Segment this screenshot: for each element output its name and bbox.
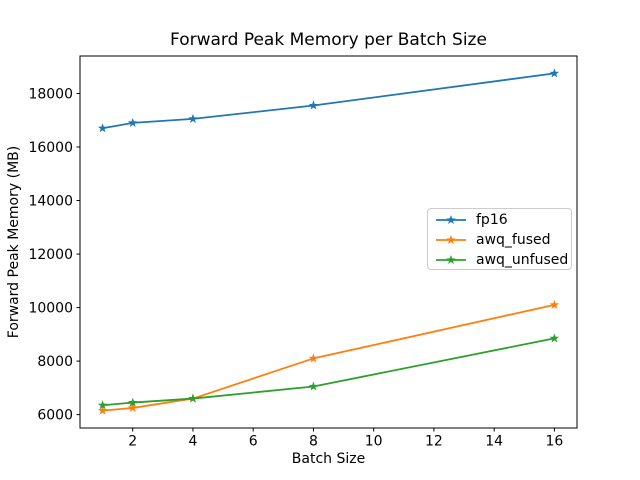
star-marker-line-icon (436, 255, 466, 265)
legend-entry-awq-fused: awq_fused (428, 230, 571, 250)
x-tick-label: 16 (545, 434, 563, 450)
legend-label-awq-fused: awq_fused (476, 232, 551, 248)
x-tick-label: 2 (128, 434, 137, 450)
star-marker-line-icon (436, 215, 466, 225)
marker-fp16 (127, 117, 138, 127)
y-tick-label: 18000 (28, 86, 73, 102)
star-marker-line-icon (436, 235, 466, 245)
marker-awq_fused (549, 299, 560, 309)
y-tick-label: 12000 (28, 247, 73, 263)
x-tick-label: 6 (249, 434, 258, 450)
marker-awq_fused (97, 405, 108, 415)
plot-frame (79, 55, 578, 429)
legend-label-awq-unfused: awq_unfused (476, 252, 569, 268)
y-tick-label: 6000 (37, 408, 73, 424)
x-axis-label: Batch Size (291, 451, 366, 467)
marker-awq_unfused (188, 393, 198, 403)
legend-entry-fp16: fp16 (428, 210, 571, 230)
legend-entry-awq-unfused: awq_unfused (428, 250, 571, 270)
y-tick-label: 8000 (37, 354, 73, 370)
marker-fp16 (97, 123, 108, 133)
marker-fp16 (308, 100, 319, 110)
marker-awq_fused (308, 353, 319, 363)
series-line-awq_fused (102, 304, 555, 412)
marker-fp16 (549, 68, 560, 78)
x-tick-label: 4 (188, 434, 197, 450)
marker-awq_unfused (127, 397, 138, 407)
marker-fp16 (188, 113, 198, 123)
marker-awq_unfused (97, 400, 108, 410)
series-line-fp16 (102, 72, 555, 130)
x-tick-label: 12 (425, 434, 443, 450)
marker-awq_unfused (549, 333, 560, 343)
marker-awq_unfused (308, 381, 319, 391)
legend-label-fp16: fp16 (476, 212, 508, 228)
chart-title: Forward Peak Memory per Batch Size (170, 30, 487, 50)
legend: fp16 awq_fused awq_unfused (427, 208, 572, 270)
x-tick-label: 8 (309, 434, 318, 450)
x-tick-label: 14 (485, 434, 503, 450)
series-line-awq_unfused (102, 337, 555, 407)
y-tick-label: 14000 (28, 194, 73, 210)
marker-awq_fused (127, 402, 138, 412)
y-tick-label: 16000 (28, 140, 73, 156)
y-tick-label: 10000 (28, 301, 73, 317)
y-axis-label: Forward Peak Memory (MB) (6, 145, 22, 339)
x-tick-label: 10 (365, 434, 383, 450)
